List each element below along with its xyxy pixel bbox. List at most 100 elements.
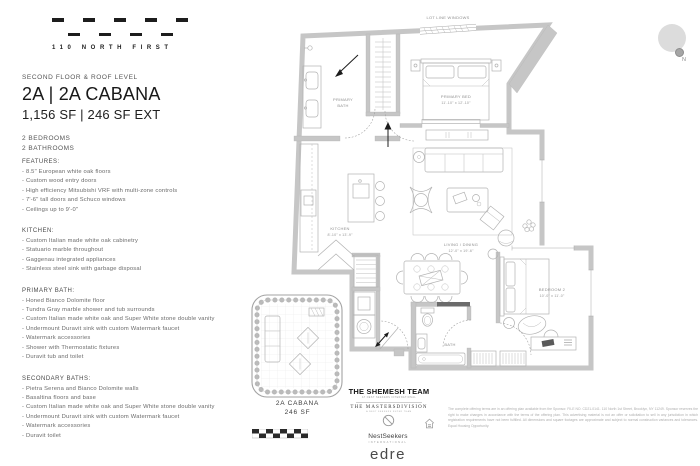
floorplan: LOT LINE WINDOWS PRIMARY BATH PRIMARY BE… [291,15,594,371]
kitchen-counter [299,143,319,253]
division-tagline: A NEST SEEKERS SUPER TEAM [366,411,412,413]
brokerage-sub: INTERNATIONAL [368,440,408,444]
section-title: PRIMARY BATH: [22,287,75,294]
unit-info: SECOND FLOOR & ROOF LEVEL 2A | 2A CABANA… [22,74,267,154]
legal-disclaimer: The complete offering terms are in an of… [448,407,698,428]
stool [375,196,385,206]
logo-dash-row-1 [52,18,192,22]
feature-item: - Undermount Duravit sink with custom Wa… [22,325,180,332]
logo-dash-row-2 [68,32,192,36]
island-sink [352,183,370,199]
laundry-closet [352,291,376,339]
brokerage-name: NestSeekers [368,433,408,440]
feature-item: - Shower with Thermostatic fixtures [22,344,120,351]
oven [300,189,317,217]
desk-chair [543,329,559,338]
kitchen-dims: 8'-10" x 13'-9" [327,233,353,237]
room-labels: LOT LINE WINDOWS PRIMARY BATH PRIMARY BE… [327,15,565,347]
feature-item: - Tundra Gray marble shower and tub surr… [22,307,155,314]
direction-arrows [335,54,392,347]
primary-bed [422,62,490,121]
living-dining-label: LIVING / DINING [444,242,478,247]
primary-bed-dims: 11'-10" x 12'-10" [441,101,471,105]
outdoor-sofa [264,315,281,363]
kitchen-island [347,173,375,223]
door-swings [344,107,532,356]
stool [375,181,385,191]
bedroom2-label: BEDROOM 2 [539,287,566,292]
plant [522,219,536,233]
hall-closets [470,350,527,367]
bathrooms-count: 2 BATHROOMS [22,145,75,152]
side-table [413,151,425,163]
feature-item: - Custom Italian made white oak cabinetr… [22,238,139,245]
nightstand [491,59,502,72]
feature-item: - High efficiency Mitsubishi VRF with mu… [22,187,178,194]
dining-chairs [410,253,453,261]
nightstand [410,59,421,72]
logo-dash [114,18,126,22]
spec-lists: FEATURES: - 8.5" European white oak floo… [22,159,267,454]
cabana-label: 2A CABANA 246 SF [245,399,350,417]
barn-door [437,302,470,307]
lounge-chair [497,229,515,247]
primary-bath-label: BATH [337,103,348,108]
compass-dot-icon [675,48,684,57]
kitchen-label: KITCHEN [330,226,349,231]
outdoor-lounge [288,352,312,376]
coffee-table [446,187,489,213]
pillow [505,261,516,287]
unit-area: 1,156 SF | 246 SF EXT [22,107,161,122]
section-title: SECONDARY BATHS: [22,375,91,382]
bath-label: BATH [444,342,455,347]
feature-item: - Honed Bianco Dolomite floor [22,297,106,304]
feature-item: - Statuario marble throughout [22,247,104,254]
logo-dash [99,32,111,36]
logo-dash [52,18,64,22]
developer-logo: edre [369,445,407,463]
pillow [505,287,516,313]
bedrooms-count: 2 BEDROOMS [22,135,71,142]
double-vanity [302,65,322,129]
section-title: FEATURES: [22,159,60,165]
section-title: KITCHEN: [22,228,55,235]
feature-item: - Duravit toilet [22,432,61,439]
section-secondary-baths: SECONDARY BATHS: - Pietra Serena and Bia… [22,376,267,441]
section-primary-bath: PRIMARY BATH: - Honed Bianco Dolomite fl… [22,288,267,363]
primary-closet [375,38,391,110]
feature-item: - Ceilings up to 9'-0" [22,206,79,213]
feature-item: - Custom Italian made white oak and Supe… [22,404,215,411]
brand-name: 110 NORTH FIRST [52,45,173,51]
logo-dash [130,32,142,36]
lot-line-window [419,23,477,35]
outdoor-lounge [296,326,320,350]
cabana-area: 246 SF [284,409,311,416]
lounge-chair [479,205,505,231]
corner-pantry [317,239,355,271]
primary-bed-label: PRIMARY BED [441,94,471,99]
primary-bedroom [410,58,502,141]
feature-item: - 8.5" European white oak floors [22,169,111,175]
ottoman [487,248,499,260]
section-features: FEATURES: - 8.5" European white oak floo… [22,159,267,215]
bath-sink [415,333,428,353]
cabana-name: 2A CABANA [275,400,320,407]
living-dining-dims: 12'-0" x 19'-6" [448,249,474,253]
desk [530,336,577,351]
windows [511,159,594,317]
logo-dash [176,18,188,22]
primary-bath-label: PRIMARY [333,97,353,102]
laptop [541,339,555,347]
feature-item: - Gaggenau integrated appliances [22,256,116,263]
console [425,129,489,141]
compass-north-label: N [682,57,686,63]
scale-bar [252,429,308,439]
team-tagline: AT NEST SEEKERS INTERNATIONAL [361,397,417,399]
feature-item: - Watermark accessories [22,423,91,430]
sliding-door [421,119,481,124]
bedroom-2-room [499,256,577,351]
armchair [409,186,433,214]
brand-logo: 110 NORTH FIRST [52,18,192,51]
feature-item: - 7'-6" tall doors and Schuco windows [22,197,126,204]
